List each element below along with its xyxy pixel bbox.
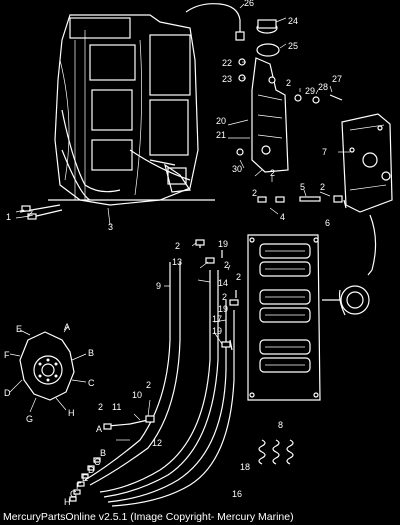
callout-2: 2 [236, 272, 241, 282]
letter-g: G [26, 414, 33, 424]
callout-26: 26 [244, 0, 254, 8]
callout-24: 24 [288, 16, 298, 26]
callout-27: 27 [332, 74, 342, 84]
reed-block-assembly [247, 234, 373, 401]
callout-9: 9 [156, 281, 161, 291]
letter-c-hose: C [94, 457, 101, 467]
callout-labels: 26 24 25 22 23 2 29 28 27 20 21 30 7 2 2… [6, 0, 342, 499]
detail-letters: E A B F C D H G A B C D E F G H [4, 322, 106, 507]
callout-2: 2 [224, 260, 229, 270]
letter-c: C [88, 378, 95, 388]
letter-h: H [68, 408, 75, 418]
copyright-caption: MercuryPartsOnline v2.5.1 (Image Copyrig… [0, 510, 400, 525]
callout-22: 22 [222, 58, 232, 68]
letter-e-hose: E [82, 473, 88, 483]
callout-2: 2 [146, 380, 151, 390]
letter-e: E [16, 324, 22, 334]
letter-a: A [64, 322, 70, 332]
callout-2: 2 [175, 241, 180, 251]
letter-b: B [88, 348, 94, 358]
callout-16: 16 [232, 489, 242, 499]
callout-7: 7 [322, 147, 327, 157]
callout-2: 2 [98, 402, 103, 412]
callout-3: 3 [108, 222, 113, 232]
callout-12: 12 [152, 438, 162, 448]
callout-6: 6 [325, 218, 330, 228]
letter-b-hose: B [100, 448, 106, 458]
letter-h-hose: H [64, 497, 71, 507]
callout-2: 2 [252, 188, 257, 198]
callout-5: 5 [300, 182, 305, 192]
letter-a-hose: A [96, 424, 102, 434]
callout-19: 19 [218, 239, 228, 249]
callout-18: 18 [240, 462, 250, 472]
fuel-pump-detail [9, 325, 87, 413]
callout-19: 19 [212, 326, 222, 336]
letter-g-hose: G [70, 489, 77, 499]
letter-f: F [4, 350, 10, 360]
letter-d-hose: D [88, 465, 95, 475]
callout-17: 17 [212, 314, 222, 324]
letter-f-hose: F [76, 481, 82, 491]
callout-30: 30 [232, 164, 242, 174]
callout-4: 4 [280, 212, 285, 222]
callout-2: 2 [320, 182, 325, 192]
callout-15: 2 [222, 292, 227, 302]
springs [258, 439, 294, 465]
callout-14: 14 [218, 278, 228, 288]
callout-2: 2 [270, 168, 275, 178]
callout-20: 20 [216, 116, 226, 126]
parts-diagram: 26 24 25 22 23 2 29 28 27 20 21 30 7 2 2… [4, 0, 393, 507]
engine-assembly [19, 14, 215, 220]
callout-2: 2 [286, 78, 291, 88]
callout-29: 29 [305, 86, 315, 96]
letter-d: D [4, 388, 11, 398]
callout-10: 10 [132, 390, 142, 400]
oil-pump-module [341, 113, 393, 271]
callout-21: 21 [216, 130, 226, 140]
oil-reservoir-assembly [185, 3, 347, 209]
callout-8: 8 [278, 420, 283, 430]
callout-23: 23 [222, 74, 232, 84]
callout-2: 2 [28, 208, 33, 218]
callout-13: 13 [172, 257, 182, 267]
callout-25: 25 [288, 41, 298, 51]
callout-1: 1 [6, 212, 11, 222]
callout-11: 11 [112, 402, 121, 412]
callout-19: 19 [218, 304, 228, 314]
hose-routing [69, 239, 239, 507]
leader-lines [15, 3, 350, 441]
callout-28: 28 [318, 82, 328, 92]
